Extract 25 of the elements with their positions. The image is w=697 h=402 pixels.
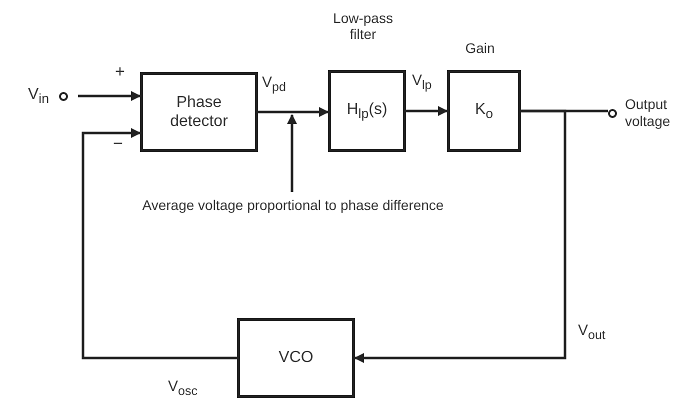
block-box xyxy=(447,70,521,152)
connector-arrow xyxy=(78,91,141,101)
block-caption: Gain xyxy=(464,40,496,56)
connector-arrow xyxy=(354,110,566,363)
connector-arrow xyxy=(258,107,329,117)
polarity-sign: − xyxy=(113,134,123,154)
terminal-label: V$_{in}$ xyxy=(28,84,50,108)
signal-label: V$_{pd}$ xyxy=(262,74,286,94)
signal-label: V$_{lp}$ xyxy=(412,72,432,92)
block-label: H$_{lp}$(s) xyxy=(346,100,388,122)
connector-arrow xyxy=(406,106,448,116)
connector-arrow xyxy=(82,128,237,360)
block-caption: Low-pass filter xyxy=(332,10,394,42)
annotation-text: Average voltage proportional to phase difference xyxy=(142,196,444,214)
leader-arrow xyxy=(287,114,297,192)
polarity-sign: + xyxy=(115,62,125,82)
signal-label: V$_{osc}$ xyxy=(168,378,198,398)
block-label: VCO xyxy=(278,348,314,368)
block-label: Phase detector xyxy=(169,92,229,132)
block-label: K$_{o}$ xyxy=(474,100,494,122)
signal-label: V$_{out}$ xyxy=(578,322,606,342)
block-box xyxy=(140,72,258,152)
block-box xyxy=(328,70,406,152)
terminal-label: Output voltage xyxy=(625,96,672,130)
block-box xyxy=(237,318,355,398)
